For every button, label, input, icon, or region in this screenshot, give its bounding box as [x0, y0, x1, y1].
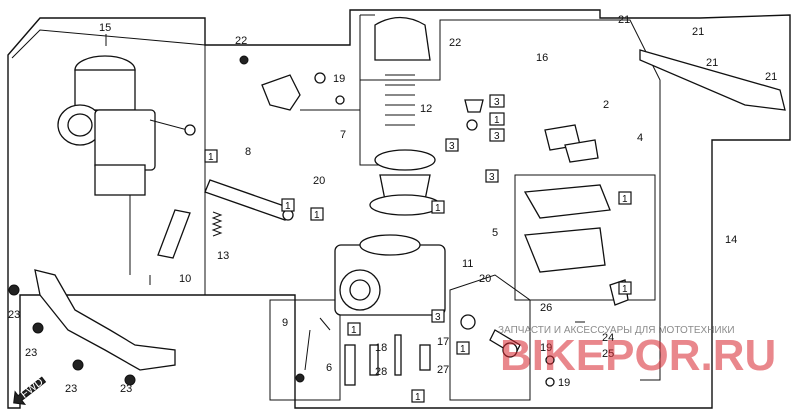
box-callout-3b: 3: [489, 128, 505, 142]
box-callout-3d: 3: [485, 169, 499, 183]
mount-bracket: [8, 269, 176, 386]
callout-17: 17: [437, 336, 449, 348]
cover-parts: [464, 49, 786, 163]
box-callout-1f: 1: [618, 191, 632, 205]
callout-10: 10: [179, 273, 191, 285]
svg-text:1: 1: [314, 210, 320, 221]
fwd-arrow-icon: FWD: [13, 376, 47, 405]
svg-text:1: 1: [622, 284, 628, 295]
callout-14: 14: [725, 234, 737, 246]
box-callout-1g: 1: [618, 281, 632, 295]
callout-25: 25: [602, 348, 614, 360]
svg-text:1: 1: [622, 194, 628, 205]
callout-20a: 20: [313, 175, 325, 187]
callout-5: 5: [492, 227, 498, 239]
callout-4: 4: [637, 132, 643, 144]
carburetor-assembly: [57, 55, 196, 275]
vacuum-cap: [369, 16, 441, 216]
callout-24: 24: [602, 332, 614, 344]
svg-text:1: 1: [435, 203, 441, 214]
svg-text:1: 1: [415, 392, 421, 403]
box-callout-1c: 1: [310, 207, 324, 221]
callout-19a: 19: [333, 73, 345, 85]
carb-assembly-outline: [11, 29, 206, 295]
callout-22b: 22: [449, 37, 461, 49]
watermark-caption: ЗАПЧАСТИ И АКСЕССУАРЫ ДЛЯ МОТОТЕХНИКИ: [498, 325, 735, 336]
callout-9: 9: [282, 317, 288, 329]
callout-13: 13: [217, 250, 229, 262]
callout-27: 27: [437, 364, 449, 376]
callout-19b: 19: [540, 342, 552, 354]
jet-group-outline: [269, 299, 341, 401]
box-callout-1i: 1: [456, 341, 470, 355]
box-callout-1d: 1: [431, 200, 445, 214]
callout-7: 7: [340, 129, 346, 141]
box-callout-1h: 1: [347, 322, 361, 336]
svg-text:1: 1: [351, 325, 357, 336]
sub-assembly-11-outline: [449, 274, 531, 401]
svg-text:3: 3: [489, 172, 495, 183]
callout-11: 11: [462, 258, 473, 270]
callout-23b: 23: [25, 347, 37, 359]
svg-text:1: 1: [208, 152, 214, 163]
box-callout-3e: 3: [431, 309, 445, 323]
box-callout-1b: 1: [281, 198, 295, 212]
float-chamber-outline: [514, 174, 656, 301]
spring-13: [211, 211, 223, 237]
throttle-bracket: [239, 55, 345, 111]
callout-26: 26: [540, 302, 552, 314]
box-callout-3a: 3: [489, 94, 505, 108]
callout-15: 15: [99, 22, 111, 34]
svg-text:1: 1: [285, 201, 291, 212]
callout-20b: 20: [479, 273, 491, 285]
callout-28: 28: [375, 366, 387, 378]
carburetor-body: [334, 234, 446, 316]
callout-18: 18: [375, 342, 387, 354]
screw-plate: [149, 209, 191, 285]
callout-21b: 21: [692, 26, 704, 38]
svg-text:1: 1: [460, 344, 466, 355]
svg-text:3: 3: [435, 312, 441, 323]
callout-21d: 21: [765, 71, 777, 83]
callout-23a: 23: [8, 309, 20, 321]
jet-set: [295, 317, 431, 386]
callout-23d: 23: [120, 383, 132, 395]
callout-22a: 22: [235, 35, 247, 47]
watermark-brand: BIKEPOR.RU: [500, 331, 776, 380]
svg-text:3: 3: [449, 141, 455, 152]
svg-text:3: 3: [494, 97, 500, 108]
svg-text:3: 3: [494, 131, 500, 142]
callout-21c: 21: [706, 57, 718, 69]
callout-16: 16: [536, 52, 548, 64]
callout-21a: 21: [618, 14, 630, 26]
callout-2: 2: [603, 99, 609, 111]
callout-6: 6: [326, 362, 332, 374]
callout-12: 12: [420, 103, 432, 115]
box-callout-3c: 3: [445, 138, 459, 152]
callout-19c: 19: [558, 377, 570, 389]
box-callout-1a: 1: [204, 149, 218, 163]
box-callout-1e: 1: [489, 112, 505, 126]
accelerator-pump: [460, 314, 521, 358]
float-chamber: [523, 184, 611, 273]
svg-text:1: 1: [494, 115, 500, 126]
callout-8: 8: [245, 146, 251, 158]
box-callout-1j: 1: [411, 389, 425, 403]
callout-23c: 23: [65, 383, 77, 395]
